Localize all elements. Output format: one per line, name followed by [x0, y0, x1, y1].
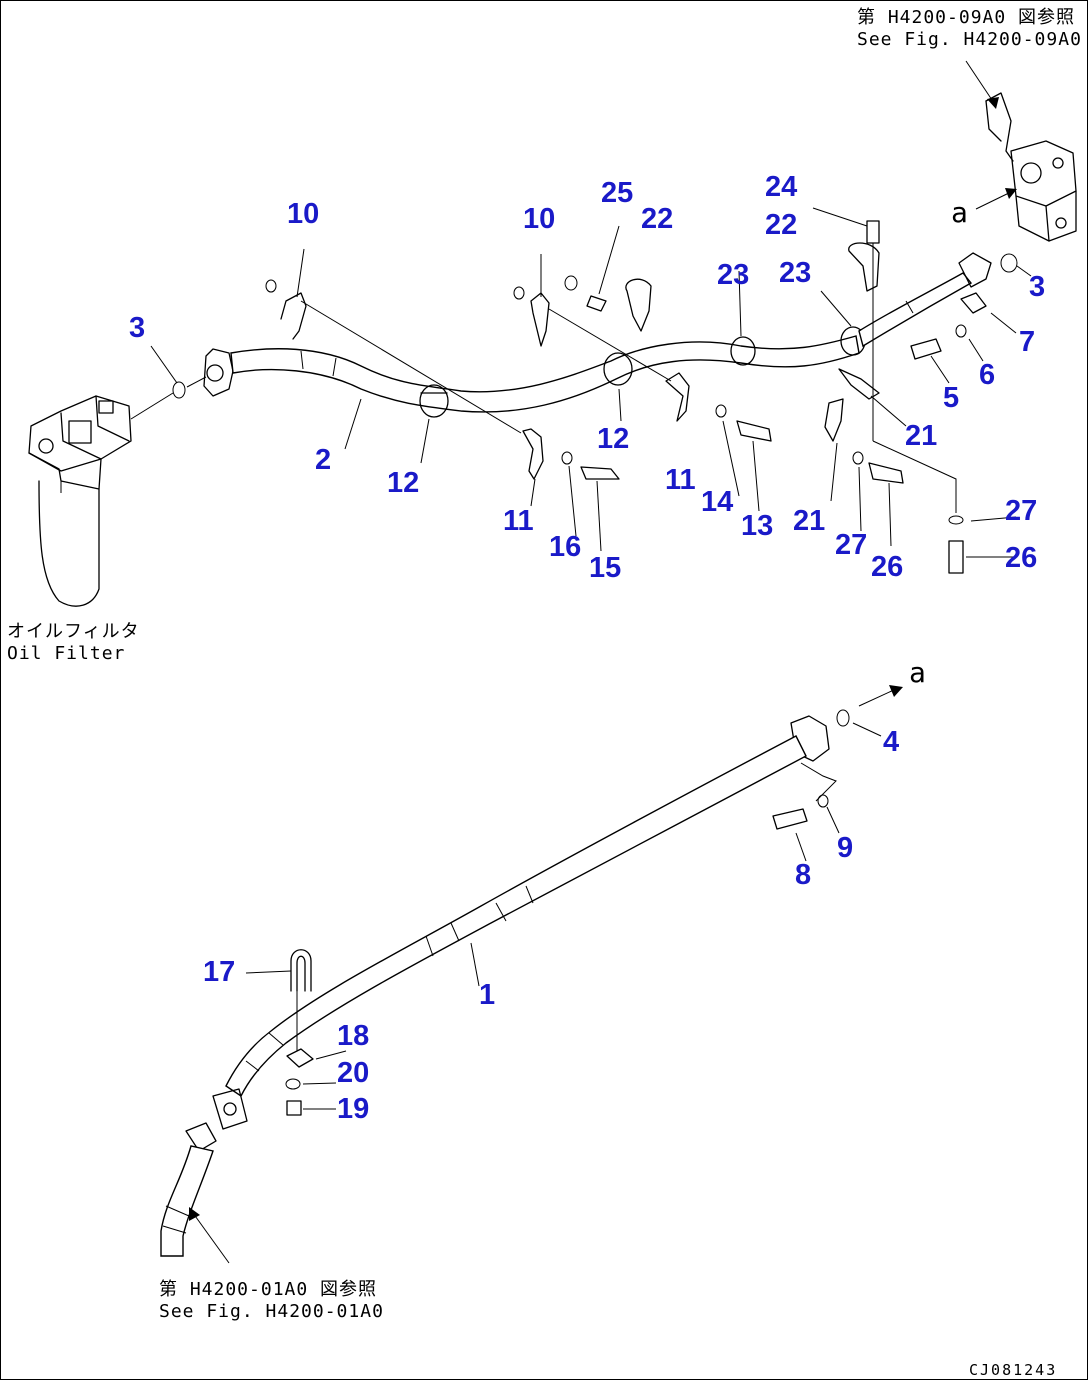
part-label: 25 — [601, 177, 634, 209]
oil-filter-en: Oil Filter — [7, 643, 126, 664]
part-label: 21 — [905, 420, 938, 452]
arrow-mark-a-upper: a — [951, 196, 968, 229]
ref-note-top-right-jp: 第 H4200-09A0 図参照 — [857, 7, 1076, 28]
part-label: 1 — [479, 979, 496, 1011]
drawing-code: CJ081243 — [969, 1361, 1058, 1379]
ref-note-oil-filter: オイルフィルタ Oil Filter — [7, 621, 140, 665]
ref-note-top-right-en: See Fig. H4200-09A0 — [857, 29, 1082, 50]
part-label: 23 — [717, 259, 750, 291]
part-label: 15 — [589, 552, 622, 584]
part-label: 14 — [701, 486, 734, 518]
part-label: 18 — [337, 1020, 370, 1052]
arrow-mark-a-lower: a — [909, 656, 926, 689]
part-label: 11 — [665, 464, 696, 496]
part-label: 27 — [835, 529, 868, 561]
part-label: 22 — [641, 203, 674, 235]
part-label: 19 — [337, 1093, 370, 1125]
part-label: 21 — [793, 505, 826, 537]
part-label: 3 — [1029, 271, 1046, 303]
part-label: 3 — [129, 312, 146, 344]
ref-note-bottom-left: 第 H4200-01A0 図参照 See Fig. H4200-01A0 — [159, 1279, 384, 1323]
hose-1-lower — [160, 685, 903, 1264]
part-label: 10 — [523, 203, 556, 235]
oil-filter-drawing — [28, 345, 207, 607]
part-label: 7 — [1019, 326, 1036, 358]
part-label: 13 — [741, 510, 774, 542]
part-label: 12 — [387, 467, 420, 499]
part-label: 12 — [597, 423, 630, 455]
part-label: 26 — [871, 551, 904, 583]
part-label: 5 — [943, 382, 960, 414]
part-label: 8 — [795, 859, 812, 891]
part-label: 4 — [883, 726, 900, 758]
part-label: 22 — [765, 209, 798, 241]
ref-note-top-right: 第 H4200-09A0 図参照 See Fig. H4200-09A0 — [857, 7, 1082, 51]
part-label: 23 — [779, 257, 812, 289]
part-label: 11 — [503, 505, 534, 537]
block-fitting-right — [965, 60, 1077, 242]
part-label: 20 — [337, 1057, 370, 1089]
part-label: 26 — [1005, 542, 1038, 574]
part-label: 2 — [315, 444, 332, 476]
upper-clamps-and-bolts — [265, 207, 1032, 574]
part-label: 24 — [765, 171, 798, 203]
ref-note-bottom-left-en: See Fig. H4200-01A0 — [159, 1301, 384, 1322]
part-label: 6 — [979, 359, 996, 391]
oil-filter-jp: オイルフィルタ — [7, 621, 140, 642]
hose-2-upper — [203, 252, 1018, 418]
part-label: 9 — [837, 832, 854, 864]
part-label: 27 — [1005, 495, 1038, 527]
part-label: 17 — [203, 956, 236, 988]
part-label: 16 — [549, 531, 582, 563]
ref-note-bottom-left-jp: 第 H4200-01A0 図参照 — [159, 1279, 378, 1300]
part-label: 10 — [287, 198, 320, 230]
